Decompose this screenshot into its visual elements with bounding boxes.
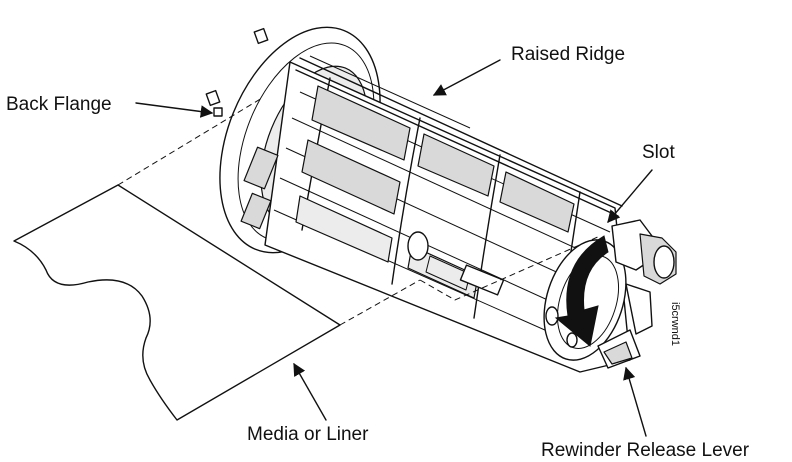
label-rewinder-release-lever: Rewinder Release Lever [541, 440, 750, 461]
back-flange-pointer [135, 102, 214, 118]
media-pointer [293, 362, 327, 421]
rotation-arrow [554, 235, 609, 347]
rewinder-release-lever [597, 219, 677, 369]
callout-arrows [135, 59, 653, 437]
label-raised-ridge: Raised Ridge [511, 44, 625, 65]
front-cap [543, 239, 627, 361]
media-sheet [13, 184, 341, 421]
slot-pointer [607, 169, 653, 223]
label-media-or-liner: Media or Liner [247, 424, 369, 445]
lever-pointer [623, 366, 647, 437]
projection-lines [117, 97, 601, 326]
label-slot: Slot [642, 142, 675, 163]
figure-code: i5crwnd1 [669, 302, 681, 346]
raised-ridge-pointer [432, 59, 501, 96]
label-back-flange: Back Flange [6, 94, 112, 115]
rewinder-core [240, 55, 631, 373]
